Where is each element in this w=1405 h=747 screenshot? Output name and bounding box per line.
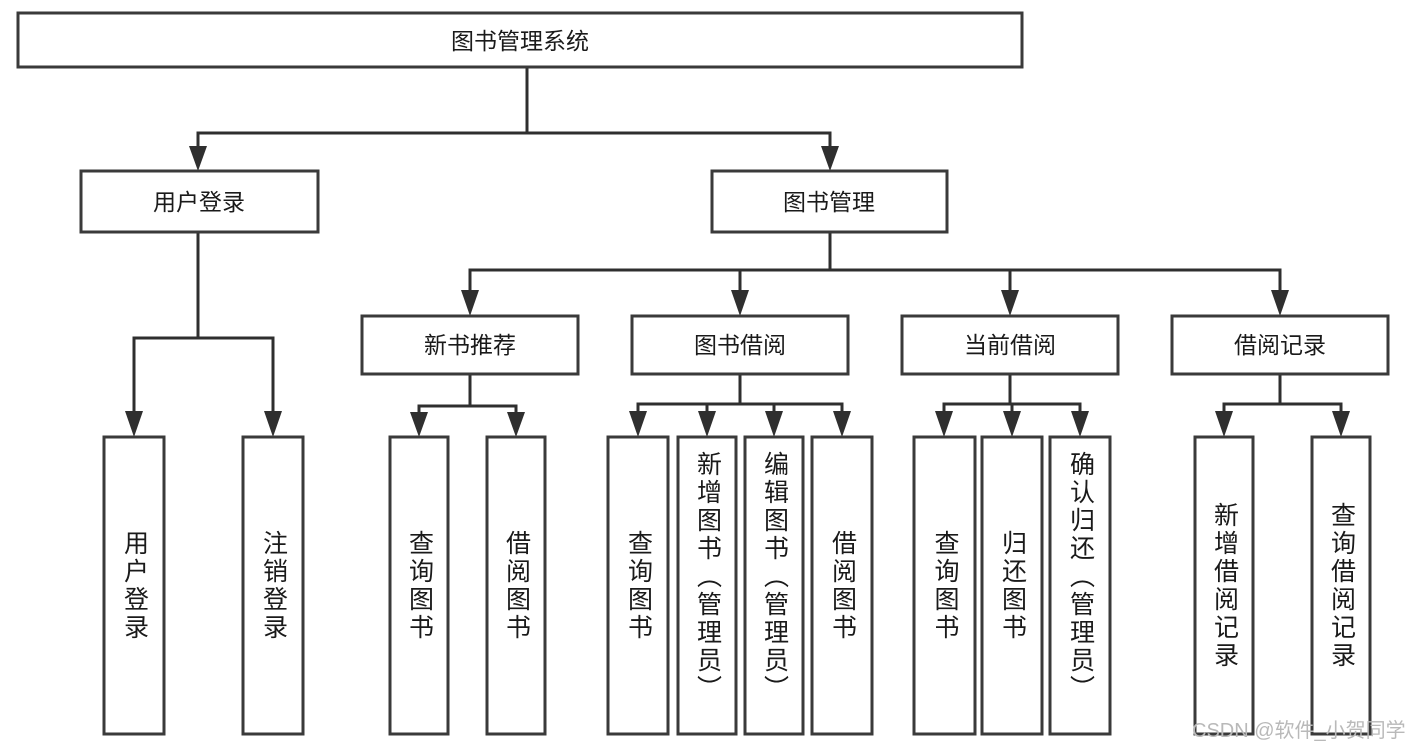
leaf-user-login[interactable]: 用户登录 [104,437,164,734]
arrow-to-borrow-record [1271,290,1289,316]
leaf-query-book-1-rect[interactable] [388,435,450,736]
leaf-query-book-3[interactable]: 查询图书 [914,437,975,734]
connector-layer [125,65,1350,437]
leaf-query-borrow-record[interactable]: 查询借阅记录 [1312,437,1370,734]
leaf-confirm-return-admin[interactable]: 确认归还（管理员） [1050,437,1110,734]
node-current-borrow-rect[interactable] [900,314,1120,376]
arrow-to-leaf-borrow-book-1 [507,412,525,437]
leaf-add-borrow-record-label: 新增借阅记录 [1210,501,1239,670]
node-user-login[interactable]: 用户登录 [79,169,320,234]
node-new-book-recommend[interactable]: 新书推荐 [360,314,580,376]
leaf-borrow-book-1[interactable]: 借阅图书 [487,437,545,734]
arrow-to-leaf-confirm-return-admin [1071,411,1089,437]
node-book-borrow-label: 图书借阅 [694,332,786,358]
arrow-to-leaf-query-book-2 [629,411,647,437]
leaf-logout-login[interactable]: 注销登录 [243,437,303,734]
arrow-to-user-login [189,146,207,171]
leaf-query-book-2[interactable]: 查询图书 [608,437,668,734]
arrow-to-leaf-add-book-admin [698,411,716,437]
node-user-login-label: 用户登录 [153,189,245,215]
arrow-to-leaf-return-book [1003,411,1021,437]
node-current-borrow[interactable]: 当前借阅 [900,314,1120,376]
arrow-to-book-borrow [731,290,749,316]
node-new-book-recommend-rect[interactable] [360,314,580,376]
leaf-edit-book-admin-label: 编辑图书（管理员） [760,451,789,703]
arrow-to-leaf-add-borrow-record [1215,411,1233,437]
leaf-query-book-1-label: 查询图书 [405,529,434,642]
leaf-add-borrow-record-rect[interactable] [1193,435,1255,736]
leaf-borrow-book-2-label: 借阅图书 [828,529,857,642]
leaf-add-book-admin[interactable]: 新增图书（管理员） [678,437,736,734]
leaf-return-book-label: 归还图书 [998,529,1027,642]
node-root-label: 图书管理系统 [451,28,589,54]
leaf-add-book-admin-rect[interactable] [676,435,738,736]
node-book-borrow[interactable]: 图书借阅 [630,314,850,376]
arrow-to-leaf-borrow-book-2 [833,411,851,437]
node-book-management[interactable]: 图书管理 [710,169,949,234]
leaf-query-borrow-record-label: 查询借阅记录 [1327,501,1356,670]
leaf-edit-book-admin-rect[interactable] [743,435,805,736]
leaf-add-borrow-record[interactable]: 新增借阅记录 [1195,437,1253,734]
leaf-user-login-label: 用户登录 [120,529,149,642]
arrow-to-current-borrow [1001,290,1019,316]
arrow-to-leaf-edit-book-admin [765,411,783,437]
node-book-borrow-rect[interactable] [630,314,850,376]
leaf-query-book-1[interactable]: 查询图书 [390,437,448,734]
arrow-to-book-management [821,146,839,171]
leaf-add-book-admin-label: 新增图书（管理员） [693,451,722,703]
node-borrow-record-rect[interactable] [1170,314,1390,376]
leaf-query-borrow-record-rect[interactable] [1310,435,1372,736]
node-user-login-rect[interactable] [79,169,320,234]
node-borrow-record[interactable]: 借阅记录 [1170,314,1390,376]
leaf-query-book-2-rect[interactable] [606,435,670,736]
leaf-borrow-book-1-rect[interactable] [485,435,547,736]
arrow-to-leaf-query-borrow-record [1332,411,1350,437]
leaf-edit-book-admin[interactable]: 编辑图书（管理员） [745,437,803,734]
leaf-borrow-book-2[interactable]: 借阅图书 [812,437,872,734]
node-root-rect[interactable] [16,11,1024,69]
node-current-borrow-label: 当前借阅 [964,332,1056,358]
leaf-return-book[interactable]: 归还图书 [982,437,1042,734]
leaf-confirm-return-admin-rect[interactable] [1048,435,1112,736]
node-new-book-recommend-label: 新书推荐 [424,332,516,358]
leaf-rect-layer [102,435,1372,736]
arrow-to-leaf-user-login [125,411,143,437]
leaf-query-book-3-rect[interactable] [912,435,977,736]
arrow-to-leaf-logout-login [264,411,282,437]
leaf-return-book-rect[interactable] [980,435,1044,736]
leaf-query-book-2-label: 查询图书 [624,529,653,642]
leaf-user-login-rect[interactable] [102,435,166,736]
node-book-management-label: 图书管理 [783,189,875,215]
leaf-logout-login-rect[interactable] [241,435,305,736]
arrow-to-leaf-query-book-3 [935,411,953,437]
leaf-logout-login-label: 注销登录 [259,529,288,642]
arrow-to-new-book-recommend [461,290,479,316]
leaf-borrow-book-2-rect[interactable] [810,435,874,736]
arrow-to-leaf-query-book-1 [410,412,428,437]
leaf-confirm-return-admin-label: 确认归还（管理员） [1066,451,1095,703]
node-book-management-rect[interactable] [710,169,949,234]
leaf-borrow-book-1-label: 借阅图书 [502,529,531,642]
node-borrow-record-label: 借阅记录 [1234,332,1326,358]
leaf-query-book-3-label: 查询图书 [931,529,959,642]
node-root[interactable]: 图书管理系统 [16,11,1024,69]
